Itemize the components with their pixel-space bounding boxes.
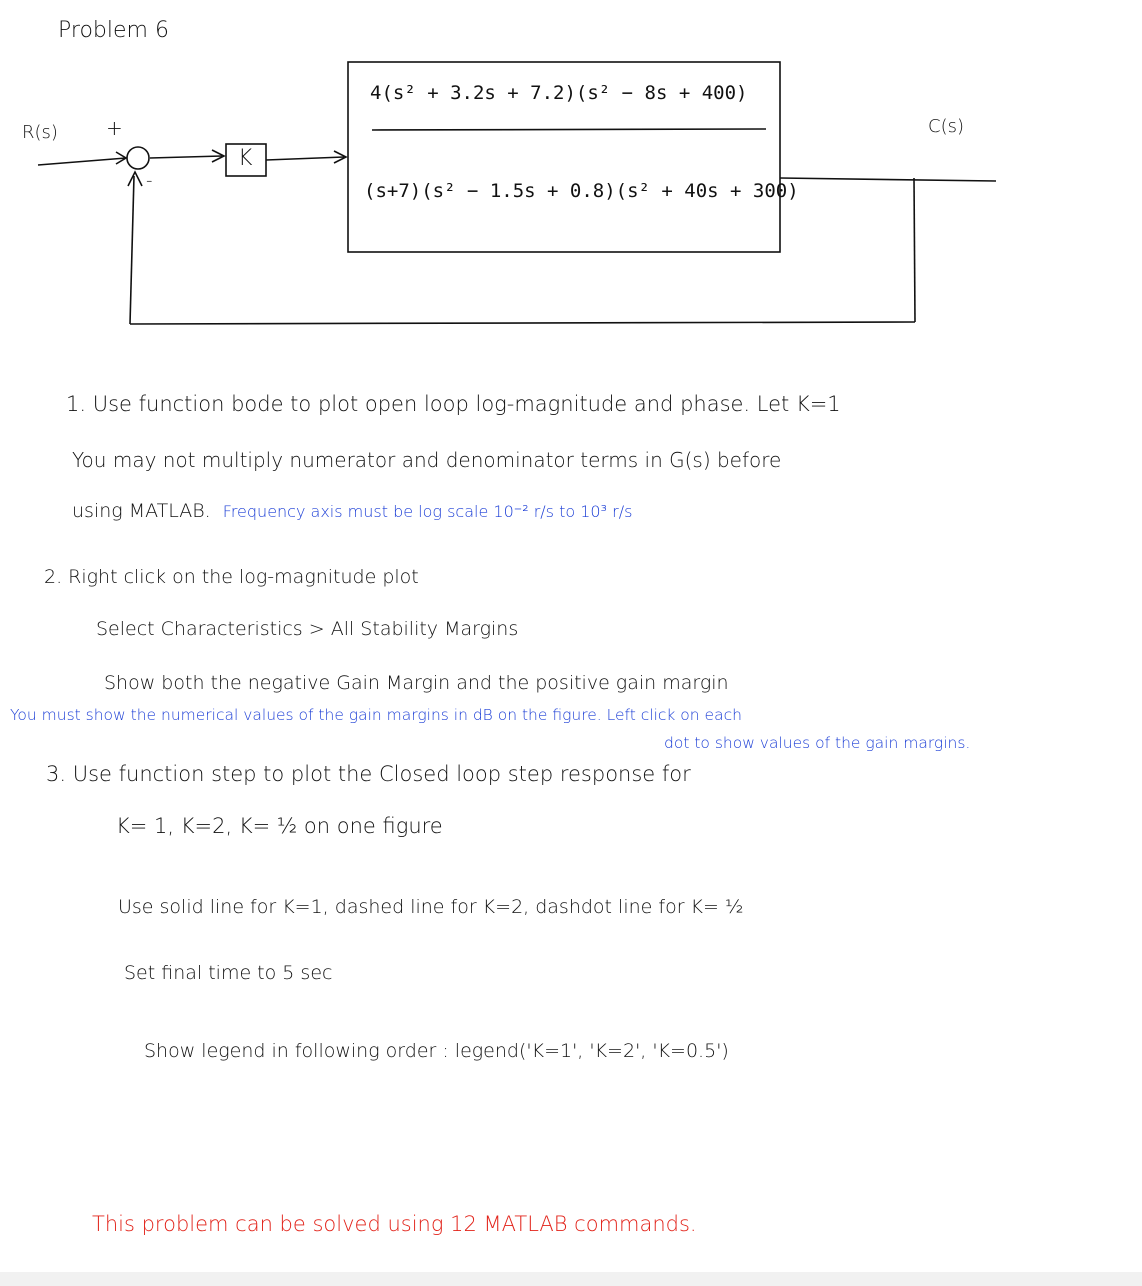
item3-line3: Use solid line for K=1, dashed line for …: [118, 896, 744, 918]
output-label: C(s): [928, 116, 964, 137]
page-bottom-strip: [0, 1272, 1142, 1286]
gain-margin-note-line1: You must show the numerical values of th…: [10, 706, 742, 724]
item2-line3: Show both the negative Gain Margin and t…: [104, 672, 729, 694]
item1-line1: 1. Use function bode to plot open loop l…: [66, 392, 841, 416]
page-title: Problem 6: [58, 18, 169, 43]
item3-line5: Show legend in following order : legend(…: [144, 1040, 729, 1062]
item3-line2: K= 1, K=2, K= ½ on one figure: [116, 814, 443, 838]
frequency-axis-note: Frequency axis must be log scale 10⁻² r/…: [222, 502, 633, 521]
item3-line1: 3. Use function step to plot the Closed …: [46, 762, 691, 786]
item2-line2: Select Characteristics > All Stability M…: [96, 618, 519, 640]
transfer-numerator: 4(s² + 3.2s + 7.2)(s² − 8s + 400): [370, 82, 748, 104]
item1-line3-start: using MATLAB.: [72, 500, 211, 522]
transfer-denominator: (s+7)(s² − 1.5s + 0.8)(s² + 40s + 300): [364, 180, 799, 202]
gain-margin-note-line2: dot to show values of the gain margins.: [664, 734, 971, 752]
plus-sign: +: [106, 116, 123, 140]
matlab-commands-note: This problem can be solved using 12 MATL…: [92, 1212, 697, 1236]
item2-line1: 2. Right click on the log-magnitude plot: [44, 566, 419, 588]
input-label: R(s): [22, 122, 58, 143]
block-diagram: [37, 61, 997, 325]
item1-line3: using MATLAB. Frequency axis must be log…: [72, 500, 632, 522]
gain-block-label: K: [238, 146, 253, 171]
item3-line4: Set final time to 5 sec: [124, 962, 333, 984]
item1-line2: You may not multiply numerator and denom…: [72, 448, 782, 472]
minus-sign: -: [146, 170, 153, 191]
